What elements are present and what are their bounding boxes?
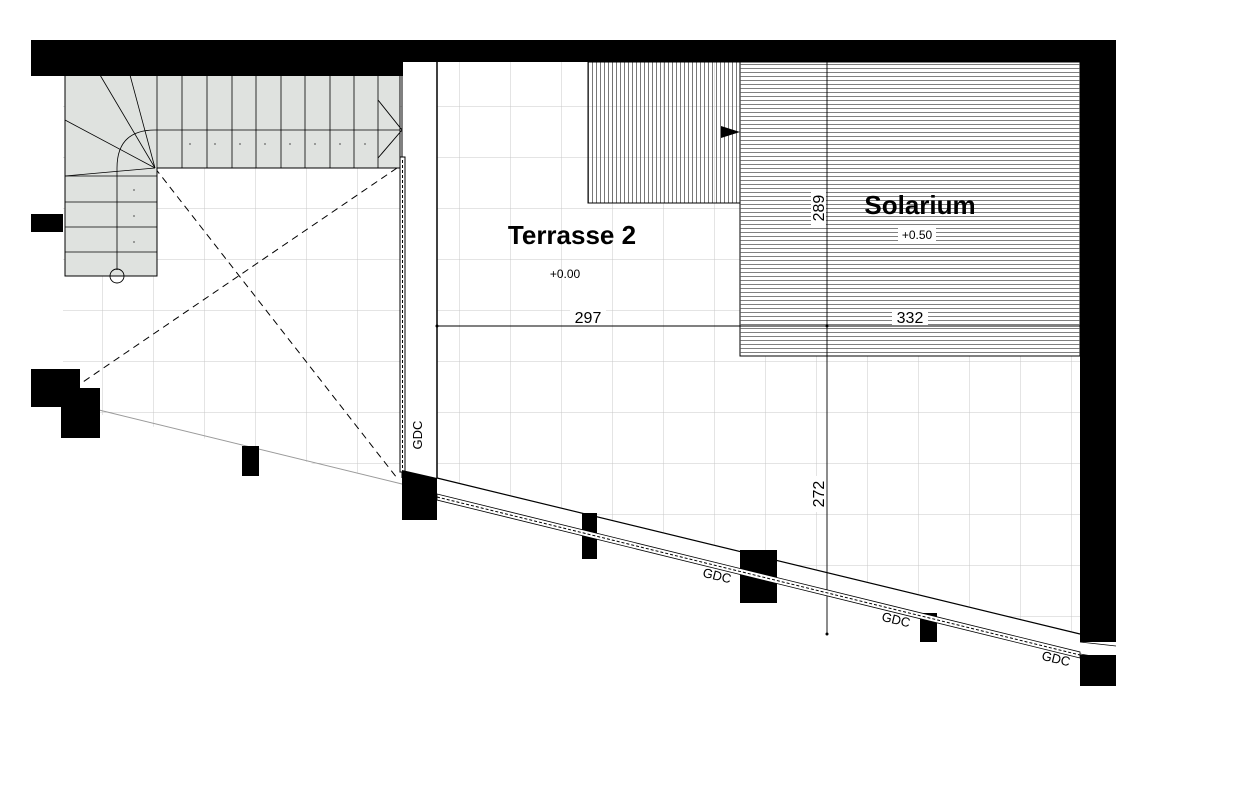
step-arrow-icon — [721, 126, 740, 138]
deck-vertical-boards — [587, 61, 741, 204]
solarium-deck-boards — [740, 62, 1080, 356]
room-level-solarium: +0.50 — [902, 228, 933, 242]
railing-label: GDC — [410, 421, 425, 450]
walls — [31, 40, 1116, 686]
railing-label: GDC — [880, 609, 912, 630]
dimension-label: 289 — [811, 195, 828, 222]
railing-label: GDC — [1040, 648, 1072, 669]
room-name-terrasse: Terrasse 2 — [508, 220, 636, 250]
dimension-label: 297 — [575, 310, 602, 327]
guardrail-diagonal — [436, 493, 1117, 661]
room-name-solarium: Solarium — [864, 190, 975, 220]
dimension-label: 272 — [811, 481, 828, 508]
room-level-terrasse: +0.00 — [550, 267, 581, 281]
railing-label: GDC — [701, 565, 733, 586]
guardrail-vertical — [399, 156, 406, 473]
dimension-label: 332 — [897, 310, 924, 327]
